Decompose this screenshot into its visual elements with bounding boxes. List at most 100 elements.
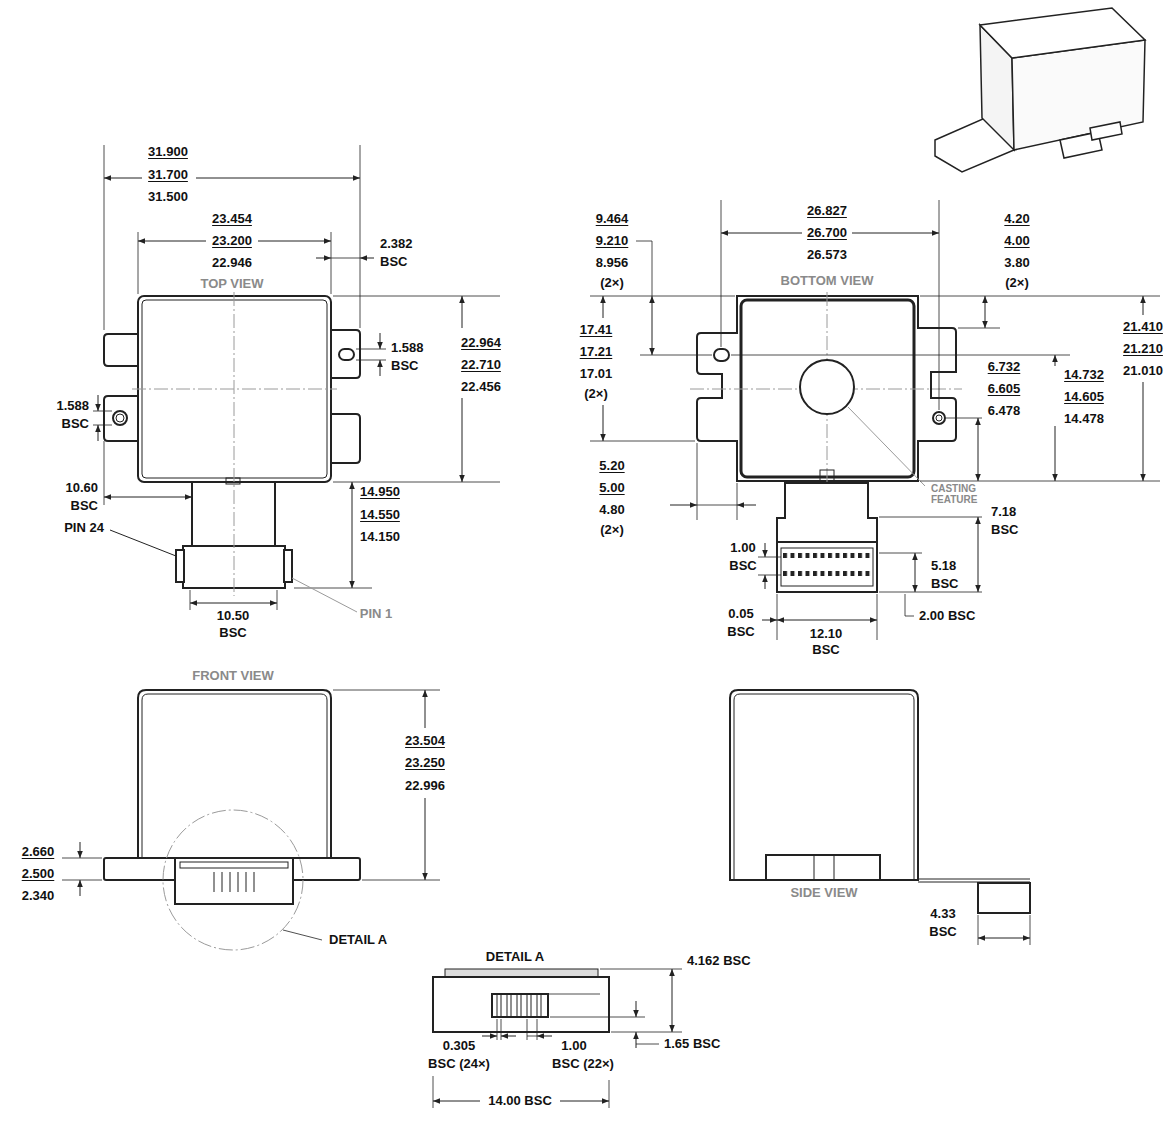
bottom-view <box>690 292 962 592</box>
bottom-view-dimensions-part <box>758 557 781 575</box>
side-view-part <box>978 915 1030 945</box>
dimension-label: 31.900 <box>147 145 189 159</box>
dimension-label: 4.00 <box>1003 234 1030 248</box>
dimension-label: 12.10 <box>809 627 844 641</box>
top-view-dimensions-part <box>462 398 463 482</box>
dimension-label: 2.00 BSC <box>918 609 976 623</box>
top-view-part <box>339 349 354 360</box>
top-view-dimensions-part <box>331 258 360 259</box>
top-view-dimensions-part <box>190 590 277 610</box>
dimension-label: BSC <box>928 925 957 939</box>
detail-a-part <box>560 1101 609 1102</box>
dimension-label: 1.65 BSC <box>663 1037 721 1051</box>
dimension-label: (2×) <box>599 523 624 537</box>
top-view-part <box>331 414 360 463</box>
dimension-label: CASTING FEATURE <box>930 483 990 505</box>
dimension-label: 26.700 <box>806 226 848 240</box>
top-view-part <box>132 389 337 390</box>
bottom-view-dimensions-part <box>590 441 695 442</box>
bottom-view-dimensions-part <box>777 620 877 621</box>
dimension-label: BOTTOM VIEW <box>780 274 875 288</box>
dimension-label: 14.150 <box>359 530 401 544</box>
detail-a-part <box>527 1019 537 1040</box>
dimension-label: 21.210 <box>1122 342 1164 356</box>
bottom-view-dimensions-part <box>603 296 604 318</box>
dimension-label: 4.80 <box>598 503 625 517</box>
detail-a-part <box>433 977 609 1032</box>
top-view-dimensions <box>93 145 500 612</box>
dimension-label: BSC (24×) <box>427 1057 491 1071</box>
top-view-dimensions-part <box>190 603 277 604</box>
dimension-label: 23.250 <box>404 756 446 770</box>
dimension-label: BSC (22×) <box>551 1057 615 1071</box>
side-view-part <box>734 694 914 880</box>
dimension-label: 17.41 <box>579 323 614 337</box>
detail-a-part <box>497 1019 501 1040</box>
detail-a-part <box>482 1036 497 1037</box>
dimension-label: 22.996 <box>404 779 446 793</box>
detail-a <box>433 969 682 1108</box>
top-view-dimensions-part <box>104 145 360 330</box>
front-view <box>104 690 360 950</box>
dimension-label: 22.710 <box>460 358 502 372</box>
dimension-label: 1.00 <box>560 1039 587 1053</box>
dimension-label: 14.478 <box>1063 412 1105 426</box>
top-view-part <box>226 478 240 484</box>
top-view-part <box>104 396 138 441</box>
bottom-view-part <box>783 571 873 576</box>
top-view-dimensions-part <box>356 349 386 360</box>
side-view-part <box>730 690 918 880</box>
dimension-label: 14.732 <box>1063 368 1105 382</box>
front-view-dimensions <box>62 690 440 896</box>
side-view-part <box>814 855 834 880</box>
detail-a-part <box>537 1036 552 1037</box>
bottom-view-part <box>781 548 873 586</box>
dimension-label: 2.500 <box>21 867 56 881</box>
top-view-dimensions-part <box>316 258 331 259</box>
dimension-label: DETAIL A <box>328 933 388 947</box>
dimension-label: 14.550 <box>359 508 401 522</box>
bottom-view-dimensions-part <box>670 505 697 506</box>
dimension-label: 21.010 <box>1122 364 1164 378</box>
dimension-label: FRONT VIEW <box>191 669 275 683</box>
dimension-label: 7.18 <box>990 505 1017 519</box>
dimension-label: 0.05 <box>727 607 754 621</box>
dimension-label: 9.210 <box>595 234 630 248</box>
bottom-view-part <box>800 360 854 414</box>
dimension-label: (2×) <box>583 387 608 401</box>
top-view-dimensions-part <box>360 258 374 259</box>
dimension-label: 1.588 <box>390 341 425 355</box>
front-view-part <box>163 810 303 950</box>
bottom-view-dimensions-part <box>978 517 979 592</box>
dimension-label: BSC <box>61 417 90 431</box>
front-view-dimensions-part <box>80 842 81 858</box>
bottom-view-part <box>777 483 877 542</box>
dimension-label: BSC <box>811 643 840 657</box>
iso-view-part <box>980 8 1145 58</box>
bottom-view-dimensions-part <box>852 233 939 234</box>
top-view-part <box>234 292 235 596</box>
dimension-label: BSC <box>930 577 959 591</box>
front-view-part <box>142 694 327 858</box>
detail-a-part <box>548 994 600 995</box>
bottom-view-dimensions-part <box>985 296 986 328</box>
top-view-dimensions-part <box>196 178 360 179</box>
dimension-label: 2.382 <box>379 237 414 251</box>
top-view-part <box>284 550 292 582</box>
top-view-dimensions-part <box>104 497 192 498</box>
side-view-part <box>978 938 1030 939</box>
side-view-part <box>978 883 1030 913</box>
top-view-part <box>176 550 184 582</box>
bottom-view-dimensions-part <box>762 620 777 621</box>
bottom-view-dimensions-part <box>737 505 756 506</box>
bottom-view-dimensions-part <box>1143 382 1144 481</box>
bottom-view-dimensions-part <box>920 481 1160 482</box>
dimension-label: BSC <box>990 523 1019 537</box>
dimension-label: SIDE VIEW <box>789 886 858 900</box>
bottom-view-dimensions-part <box>777 594 877 640</box>
bottom-view-part <box>777 542 877 592</box>
bottom-view-part <box>936 415 942 421</box>
bottom-view-part <box>933 412 945 424</box>
